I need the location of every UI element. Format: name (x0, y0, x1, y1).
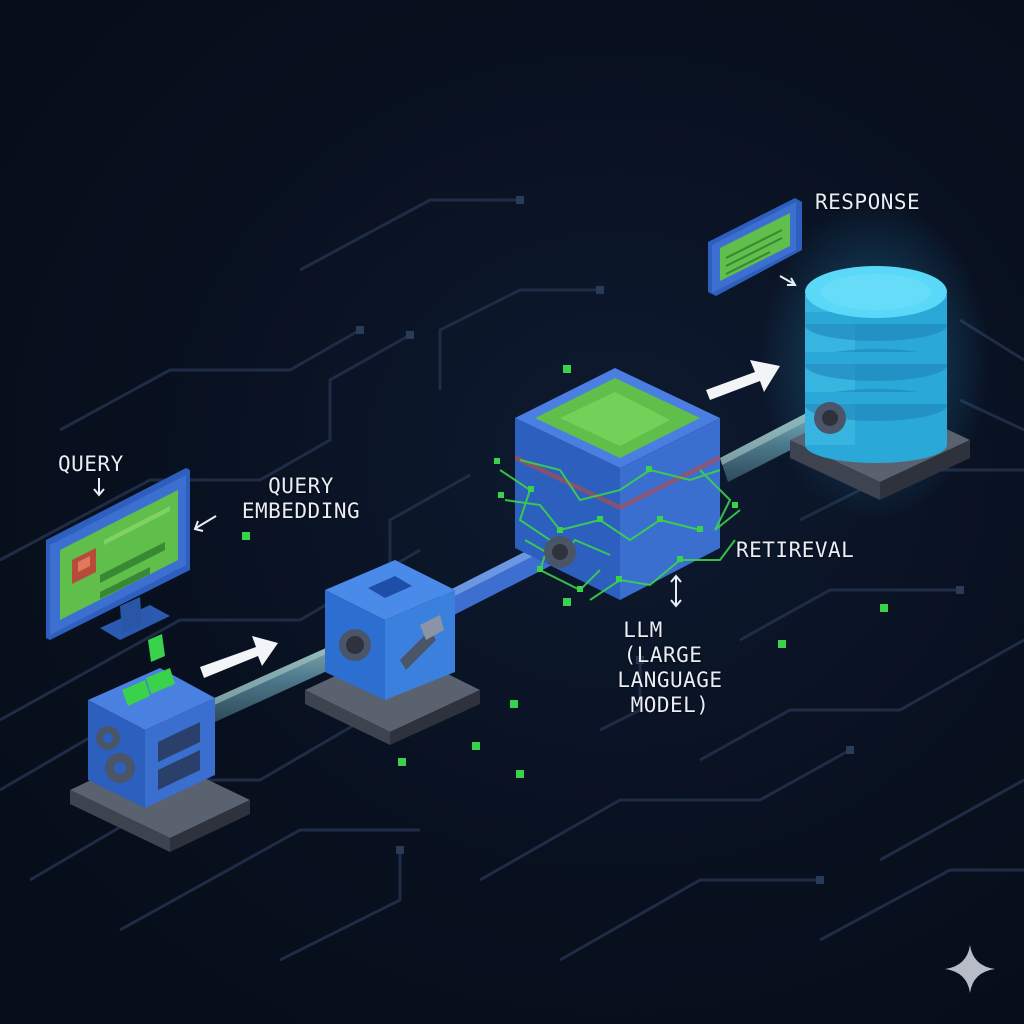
label-query-embedding-line1: QUERY (268, 474, 334, 498)
data-particles (242, 365, 888, 778)
encoder-block-icon (70, 634, 250, 852)
response-tablet-icon (708, 198, 802, 296)
flow-arrow-1 (200, 636, 278, 678)
label-query: QUERY (58, 452, 124, 476)
pipe-encoder-to-embedding (210, 635, 362, 722)
pipe-embedding-to-llm (440, 540, 556, 618)
label-query-embedding: QUERY EMBEDDING (226, 474, 376, 524)
label-retrieval: RETIREVAL (736, 538, 855, 562)
label-llm: LLM (LARGE LANGUAGE MODEL) (596, 618, 744, 718)
database-icon (760, 200, 990, 520)
flow-arrow-2 (706, 360, 780, 400)
label-response: RESPONSE (815, 190, 921, 214)
label-llm-line1: LLM (623, 618, 663, 642)
circuit-nodes (196, 196, 964, 884)
label-query-embedding-line2: EMBEDDING (241, 499, 361, 523)
query-monitor-icon (46, 468, 190, 640)
sparkle-icon (945, 945, 995, 993)
label-pointers (93, 275, 797, 608)
label-llm-line3: LANGUAGE (617, 668, 723, 692)
embedding-block-icon (305, 560, 480, 745)
label-llm-line4: MODEL) (630, 693, 710, 717)
llm-cube-icon (498, 368, 741, 601)
label-llm-line2: (LARGE (623, 643, 703, 667)
